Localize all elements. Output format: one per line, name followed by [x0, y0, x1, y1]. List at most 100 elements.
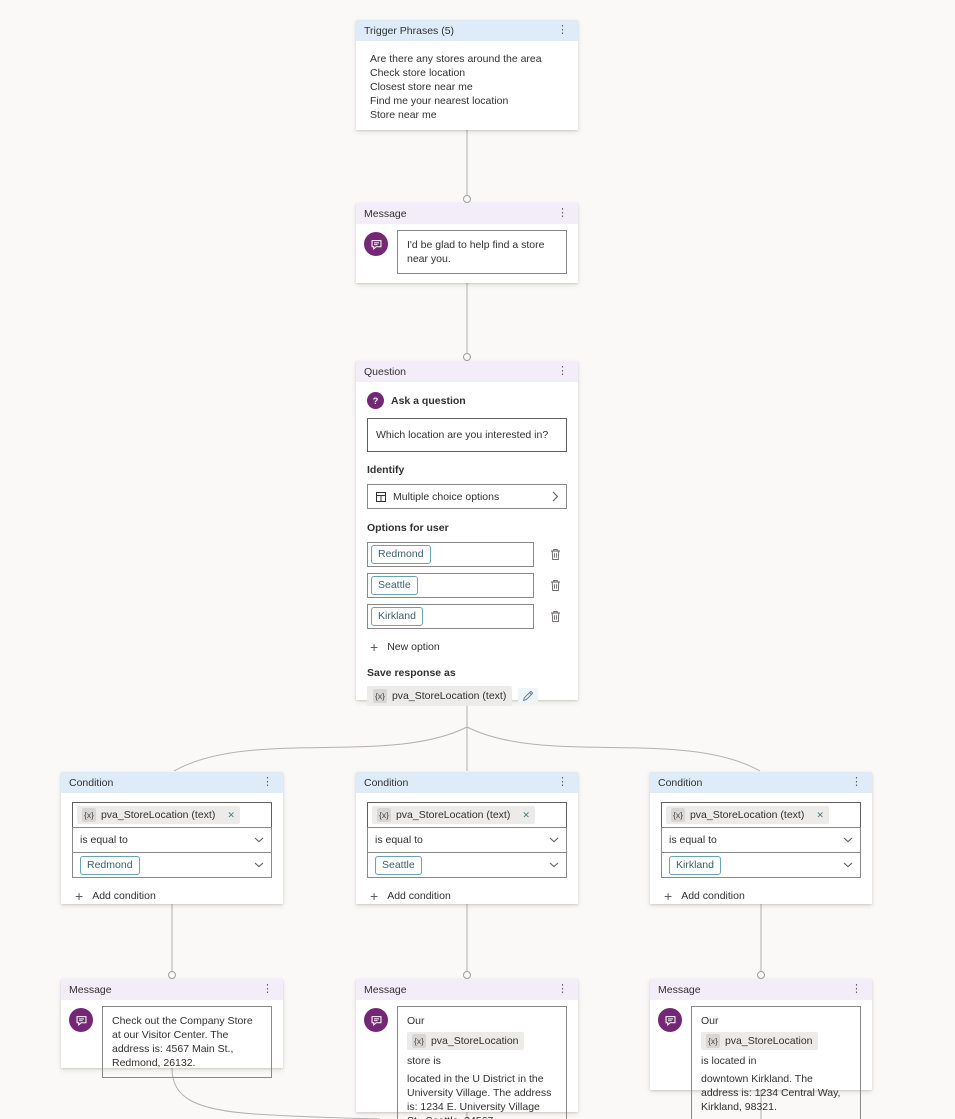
plus-icon: +	[370, 639, 379, 655]
node-header[interactable]: Condition ⋮	[650, 772, 872, 793]
kebab-menu-icon[interactable]: ⋮	[262, 983, 273, 995]
message-text-box[interactable]: Our {x} pva_StoreLocation is located in …	[691, 1006, 861, 1119]
new-option-button[interactable]: + New option	[370, 640, 567, 654]
node-header[interactable]: Message ⋮	[61, 979, 283, 1000]
result-message-node-seattle[interactable]: Message ⋮ Our {x} pva_StoreLocation stor…	[356, 979, 578, 1119]
node-title: Message	[364, 983, 407, 996]
node-header[interactable]: Question ⋮	[356, 361, 578, 382]
question-node[interactable]: Question ⋮ ? Ask a question Which locati…	[356, 361, 578, 706]
connection-point[interactable]	[463, 195, 471, 203]
connection-point[interactable]	[168, 971, 176, 979]
trigger-phrases-node[interactable]: Trigger Phrases (5) ⋮ Are there any stor…	[356, 20, 578, 130]
message-text-pre: Our	[407, 1015, 425, 1027]
option-row: Kirkland	[367, 604, 567, 629]
condition-variable-chip[interactable]: {x} pva_StoreLocation (text) ✕	[666, 806, 829, 824]
add-condition-button[interactable]: + Add condition	[370, 889, 567, 903]
result-message-node-redmond[interactable]: Message ⋮ Check out the Company Store at…	[61, 979, 283, 1078]
condition-value-dropdown[interactable]: Kirkland	[661, 852, 861, 878]
kebab-menu-icon[interactable]: ⋮	[557, 776, 568, 788]
condition-operator-dropdown[interactable]: is equal to	[661, 827, 861, 853]
condition-variable-field[interactable]: {x} pva_StoreLocation (text) ✕	[367, 802, 567, 828]
add-condition-button[interactable]: + Add condition	[664, 889, 861, 903]
trash-icon[interactable]	[550, 548, 561, 561]
condition-operator-dropdown[interactable]: is equal to	[72, 827, 272, 853]
kebab-menu-icon[interactable]: ⋮	[557, 207, 568, 219]
kebab-menu-icon[interactable]: ⋮	[851, 776, 862, 788]
trigger-phrase: Check store location	[370, 67, 466, 79]
add-condition-label: Add condition	[387, 890, 451, 902]
operator-value: is equal to	[80, 834, 128, 846]
option-chip[interactable]: Seattle	[371, 576, 418, 595]
condition-value-dropdown[interactable]: Seattle	[367, 852, 567, 878]
question-text-box[interactable]: Which location are you interested in?	[367, 418, 567, 452]
message-text-box[interactable]: Check out the Company Store at our Visit…	[102, 1006, 272, 1078]
condition-operator-dropdown[interactable]: is equal to	[367, 827, 567, 853]
node-title: Condition	[364, 776, 409, 789]
message-text-box[interactable]: Our {x} pva_StoreLocation store is locat…	[397, 1006, 567, 1119]
edit-pencil-icon[interactable]	[518, 688, 539, 704]
variable-tag: {x}	[377, 808, 391, 822]
result-message-node-kirkland[interactable]: Message ⋮ Our {x} pva_StoreLocation is l…	[650, 979, 872, 1119]
node-header[interactable]: Message ⋮	[356, 203, 578, 224]
message-text-pre: Our	[701, 1015, 719, 1027]
operator-value: is equal to	[375, 834, 423, 846]
connection-point[interactable]	[757, 971, 765, 979]
condition-node-kirkland[interactable]: Condition ⋮ {x} pva_StoreLocation (text)…	[650, 772, 872, 904]
node-title: Condition	[658, 776, 703, 789]
node-title: Message	[69, 983, 112, 996]
condition-node-redmond[interactable]: Condition ⋮ {x} pva_StoreLocation (text)…	[61, 772, 283, 904]
identify-label: Identify	[367, 464, 405, 476]
condition-value-chip[interactable]: Seattle	[375, 855, 422, 875]
node-header[interactable]: Trigger Phrases (5) ⋮	[356, 20, 578, 41]
ask-question-label: Ask a question	[391, 394, 466, 407]
dismiss-icon[interactable]: ✕	[816, 810, 824, 820]
kebab-menu-icon[interactable]: ⋮	[557, 24, 568, 36]
inline-variable-chip[interactable]: {x} pva_StoreLocation	[407, 1032, 524, 1050]
dismiss-icon[interactable]: ✕	[522, 810, 530, 820]
identify-selector[interactable]: Multiple choice options	[367, 484, 567, 509]
trash-icon[interactable]	[550, 579, 561, 592]
message-text-box[interactable]: I'd be glad to help find a store near yo…	[397, 230, 567, 274]
condition-value-chip[interactable]: Kirkland	[669, 855, 721, 875]
dismiss-icon[interactable]: ✕	[227, 810, 235, 820]
add-condition-label: Add condition	[92, 890, 156, 902]
intro-message-node[interactable]: Message ⋮ I'd be glad to help find a sto…	[356, 203, 578, 283]
chevron-down-icon	[549, 837, 559, 843]
multiple-choice-icon	[375, 491, 387, 503]
chevron-right-icon	[552, 491, 559, 502]
message-bubble-icon	[364, 1008, 388, 1032]
condition-variable-field[interactable]: {x} pva_StoreLocation (text) ✕	[72, 802, 272, 828]
condition-value-dropdown[interactable]: Redmond	[72, 852, 272, 878]
kebab-menu-icon[interactable]: ⋮	[557, 365, 568, 377]
trigger-phrase-list: Are there any stores around the area Che…	[356, 41, 578, 132]
node-header[interactable]: Message ⋮	[356, 979, 578, 1000]
condition-value-chip[interactable]: Redmond	[80, 855, 140, 875]
node-header[interactable]: Message ⋮	[650, 979, 872, 1000]
option-input[interactable]: Kirkland	[367, 604, 534, 629]
variable-name: pva_StoreLocation (text)	[689, 809, 805, 821]
node-title: Message	[658, 983, 701, 996]
option-input[interactable]: Redmond	[367, 542, 534, 567]
kebab-menu-icon[interactable]: ⋮	[851, 983, 862, 995]
trash-icon[interactable]	[550, 610, 561, 623]
kebab-menu-icon[interactable]: ⋮	[262, 776, 273, 788]
option-chip[interactable]: Kirkland	[371, 607, 423, 626]
add-condition-button[interactable]: + Add condition	[75, 889, 272, 903]
node-header[interactable]: Condition ⋮	[356, 772, 578, 793]
condition-variable-field[interactable]: {x} pva_StoreLocation (text) ✕	[661, 802, 861, 828]
condition-variable-chip[interactable]: {x} pva_StoreLocation (text) ✕	[77, 806, 240, 824]
question-text: Which location are you interested in?	[376, 429, 549, 441]
message-bubble-icon	[69, 1008, 93, 1032]
option-input[interactable]: Seattle	[367, 573, 534, 598]
inline-variable-chip[interactable]: {x} pva_StoreLocation	[701, 1032, 818, 1050]
node-header[interactable]: Condition ⋮	[61, 772, 283, 793]
option-chip[interactable]: Redmond	[371, 545, 431, 564]
condition-variable-chip[interactable]: {x} pva_StoreLocation (text) ✕	[372, 806, 535, 824]
connection-point[interactable]	[463, 353, 471, 361]
kebab-menu-icon[interactable]: ⋮	[557, 983, 568, 995]
response-variable-chip[interactable]: {x} pva_StoreLocation (text)	[367, 686, 513, 706]
condition-node-seattle[interactable]: Condition ⋮ {x} pva_StoreLocation (text)…	[356, 772, 578, 904]
connection-point[interactable]	[463, 971, 471, 979]
